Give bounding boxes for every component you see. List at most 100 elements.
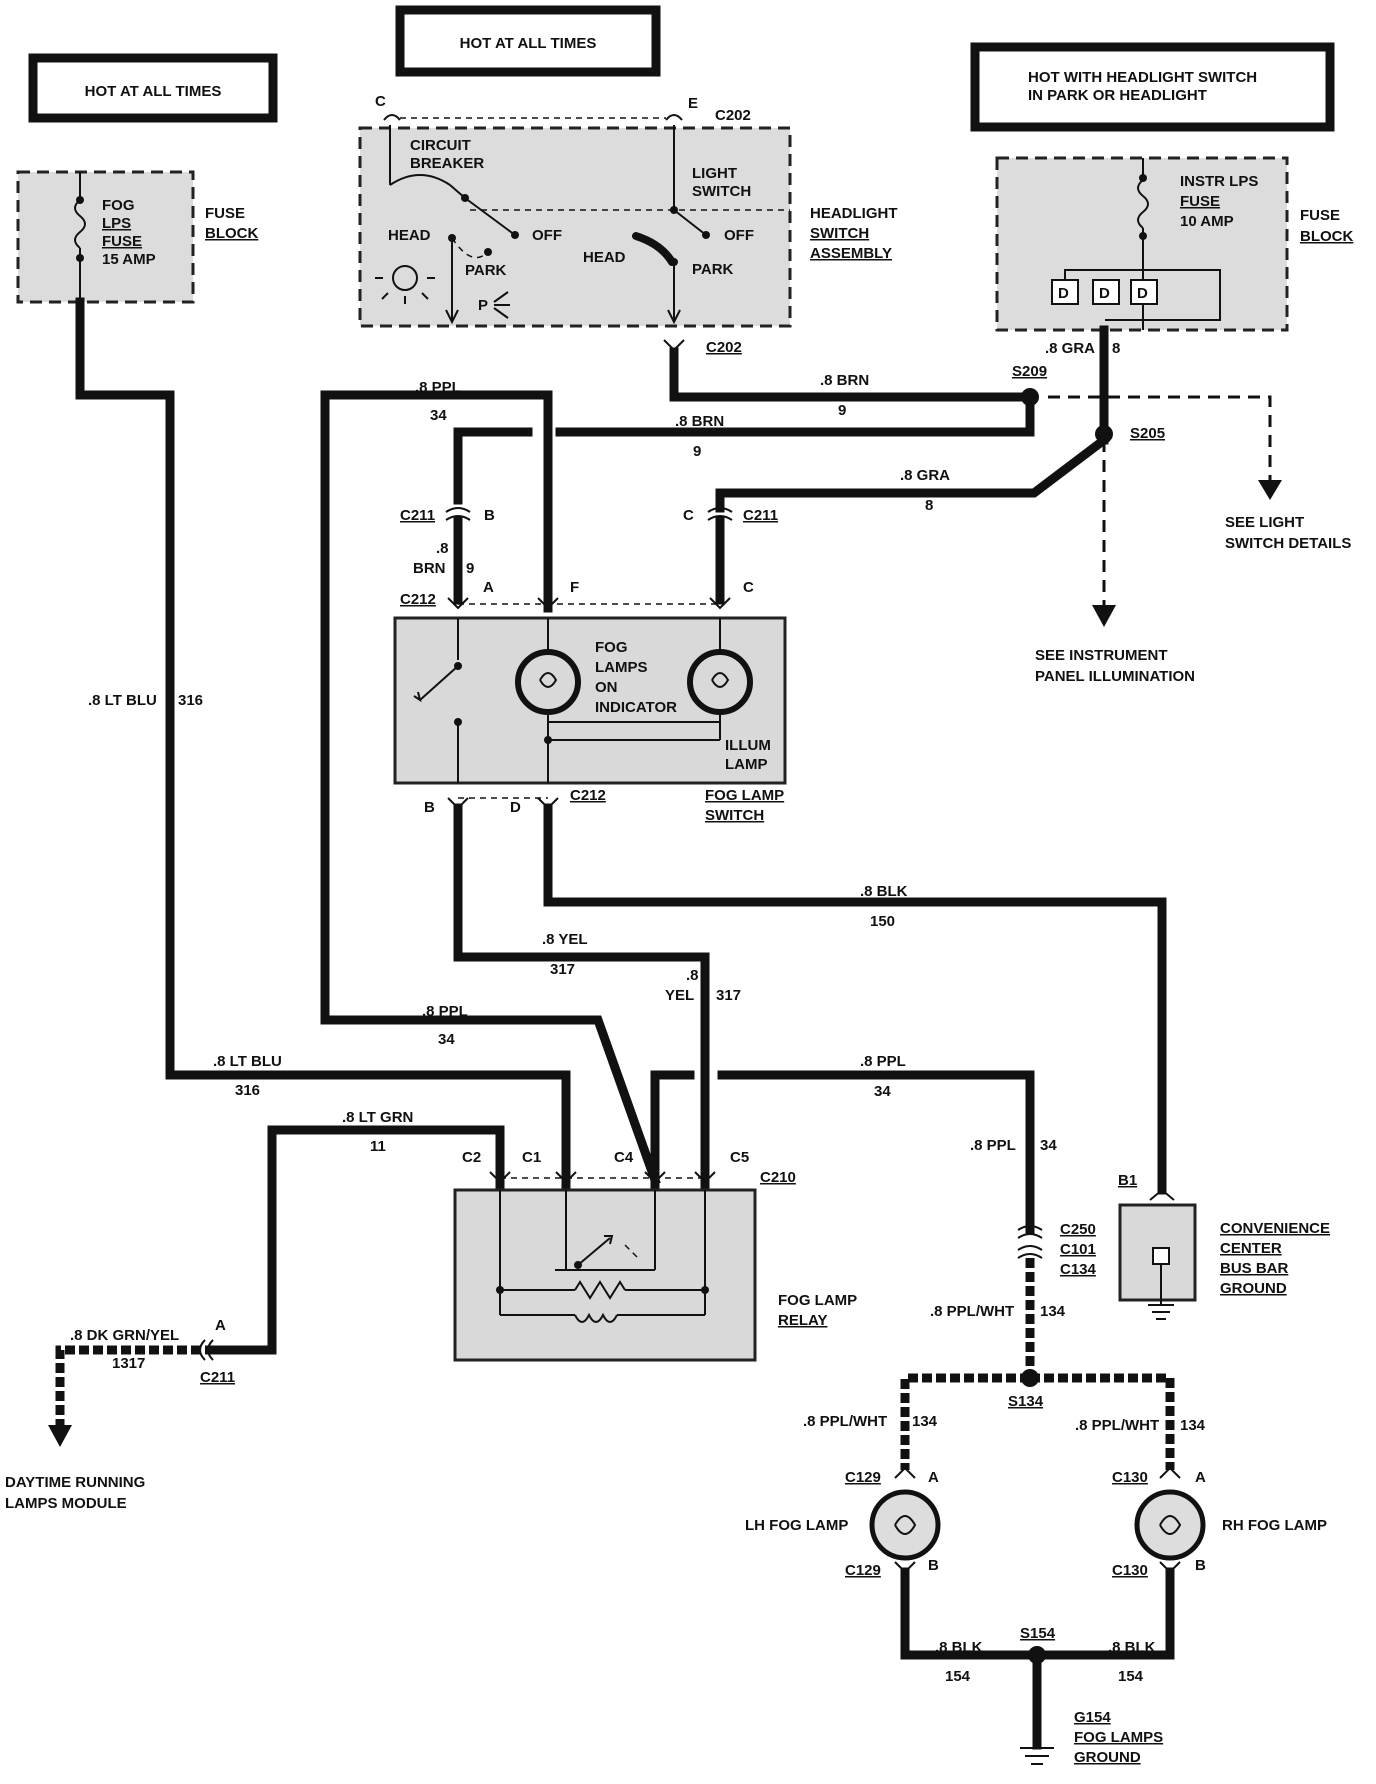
c211-b-pin: B — [484, 507, 495, 524]
fuse-block-right: INSTR LPS FUSE 10 AMP FUSE BLOCK D D D — [995, 156, 1353, 332]
splice-s205 — [1095, 425, 1113, 443]
c129-top-label: C129 — [845, 1469, 881, 1486]
wire-ltgrn-11 — [210, 1125, 505, 1355]
see-light-switch-1: SEE LIGHT — [1225, 514, 1304, 531]
wire-blk-150-label: .8 BLK — [860, 883, 908, 900]
instr-lps-fuse-label-1: INSTR LPS — [1180, 173, 1258, 190]
c129-bottom-pin: B — [928, 1557, 939, 1574]
c202-pin-c: C — [375, 93, 386, 110]
wire-pplwht-r-num: 134 — [1180, 1417, 1206, 1434]
c129-top-pin: A — [928, 1469, 939, 1486]
wire-ltgrn-num: 11 — [370, 1138, 386, 1155]
wire-ppl-mid-label: .8 PPL — [422, 1003, 468, 1020]
rh-fog-lamp-label: RH FOG LAMP — [1222, 1517, 1327, 1534]
head-label-right: HEAD — [583, 249, 626, 266]
b1-label: B1 — [1118, 1172, 1137, 1189]
wire-brn-v-1: .8 — [436, 540, 449, 557]
see-ip-illum-2: PANEL ILLUMINATION — [1035, 668, 1195, 685]
convenience-center-ground: B1 — [1118, 1172, 1197, 1320]
wire-yel-h-num: 317 — [550, 961, 575, 978]
lh-fog-bulb-icon — [869, 1489, 941, 1561]
wire-pplwht-l-label: .8 PPL/WHT — [803, 1413, 887, 1430]
hot-box-left: HOT AT ALL TIMES — [28, 53, 278, 123]
wire-ltblu-low-label: .8 LT BLU — [213, 1053, 282, 1070]
wire-ltblu-316 — [75, 297, 571, 1195]
d-terminal-2: D — [1099, 285, 1110, 302]
fuse-block-right-name-1: FUSE — [1300, 207, 1340, 224]
wire-brn-mid-label: .8 BRN — [675, 413, 724, 430]
wire-yel-v-1: .8 — [686, 967, 699, 984]
see-ip-illum-1: SEE INSTRUMENT — [1035, 647, 1168, 664]
c202-bottom-label: C202 — [706, 339, 742, 356]
conv-center-1: CONVENIENCE — [1220, 1220, 1330, 1237]
lh-fog-lamp-label: LH FOG LAMP — [745, 1517, 848, 1534]
conv-center-3: BUS BAR — [1220, 1260, 1289, 1277]
wire-ppl-mid-num: 34 — [438, 1031, 455, 1048]
headlight-switch-name-2: SWITCH — [810, 225, 869, 242]
c212-pin-a: A — [483, 579, 494, 596]
cb-off-label: OFF — [532, 227, 562, 244]
c211-c-label: C211 — [743, 507, 778, 524]
indicator-label-3: ON — [595, 679, 618, 696]
fuse-block-left-name-2: BLOCK — [205, 225, 258, 242]
wire-brn-9-top — [669, 347, 1035, 402]
c212-pin-d: D — [510, 799, 521, 816]
rh-fog-bulb-icon — [1134, 1489, 1206, 1561]
c211-c-pin: C — [683, 507, 694, 524]
relay-name-2: RELAY — [778, 1312, 827, 1329]
c212-pin-b: B — [424, 799, 435, 816]
rh-fog-lamp: C130 A RH FOG LAMP C130 B — [1112, 1466, 1327, 1579]
wire-yel-317 — [453, 803, 710, 1195]
wire-brn-v-num: 9 — [466, 560, 474, 577]
wire-blk-150 — [543, 803, 1167, 1195]
headlight-switch-assembly: C E C202 CIRCUIT BREAKER OFF HEAD PARK P — [358, 93, 898, 328]
fog-lps-fuse-label-3: FUSE — [102, 233, 142, 250]
hot-box-center-label: HOT AT ALL TIMES — [460, 35, 597, 52]
wire-ppl-right-label: .8 PPL — [860, 1053, 906, 1070]
wire-ppl-v-label: .8 PPL — [970, 1137, 1016, 1154]
wire-ppl-top-label: .8 PPL — [415, 379, 461, 396]
c211-a-label: C211 — [200, 1369, 235, 1386]
wire-pplwht-v-num: 134 — [1040, 1303, 1066, 1320]
c130-bottom-pin: B — [1195, 1557, 1206, 1574]
parklamp-p-label: P — [478, 297, 488, 314]
c210-label: C210 — [760, 1169, 796, 1186]
park-label-right: PARK — [692, 261, 734, 278]
c202-pin-e: E — [688, 95, 698, 112]
c129-bottom-label: C129 — [845, 1562, 881, 1579]
wire-gra-top-label: .8 GRA — [1045, 340, 1095, 357]
ground-symbol-icon — [1020, 1747, 1054, 1765]
wire-yel-v-num: 317 — [716, 987, 741, 1004]
head-label-left: HEAD — [388, 227, 431, 244]
wire-ppl-right-num: 34 — [874, 1083, 891, 1100]
wire-gra-top-num: 8 — [1112, 340, 1120, 357]
hot-box-right-line2: IN PARK OR HEADLIGHT — [1028, 87, 1207, 104]
wire-brn-v-2: BRN — [413, 560, 446, 577]
wire-brn-top-label: .8 BRN — [820, 372, 869, 389]
wire-ltblu-left-label: .8 LT BLU — [88, 692, 157, 709]
wire-dkgrn-label: .8 DK GRN/YEL — [70, 1327, 179, 1344]
wire-blk-l-num: 154 — [945, 1668, 971, 1685]
fuse-block-left: FOG LPS FUSE 15 AMP FUSE BLOCK — [16, 170, 258, 304]
c202-top-label: C202 — [715, 107, 751, 124]
fog-lps-fuse-label-1: FOG — [102, 197, 135, 214]
headlamp-icon — [375, 265, 435, 304]
wire-gra-mid-label: .8 GRA — [900, 467, 950, 484]
see-light-switch-2: SWITCH DETAILS — [1225, 535, 1351, 552]
fog-lamp-switch: FOG LAMPS ON INDICATOR ILLUM LAMP — [393, 616, 787, 785]
wire-pplwht-l-num: 134 — [912, 1413, 938, 1430]
c211-b-label: C211 — [400, 507, 435, 524]
circuit-breaker-label-2: BREAKER — [410, 155, 484, 172]
c250-label: C250 — [1060, 1221, 1096, 1238]
ground-label-2: GROUND — [1074, 1749, 1141, 1766]
g154-label: G154 — [1074, 1709, 1111, 1726]
fuse-block-right-name-2: BLOCK — [1300, 228, 1353, 245]
drl-module-2: LAMPS MODULE — [5, 1495, 127, 1512]
drl-module-1: DAYTIME RUNNING — [5, 1474, 145, 1491]
illum-label-1: ILLUM — [725, 737, 771, 754]
headlight-switch-name-3: ASSEMBLY — [810, 245, 892, 262]
wire-ltblu-low-num: 316 — [235, 1082, 260, 1099]
wire-yel-v-2: YEL — [665, 987, 694, 1004]
c212-pin-f: F — [570, 579, 579, 596]
